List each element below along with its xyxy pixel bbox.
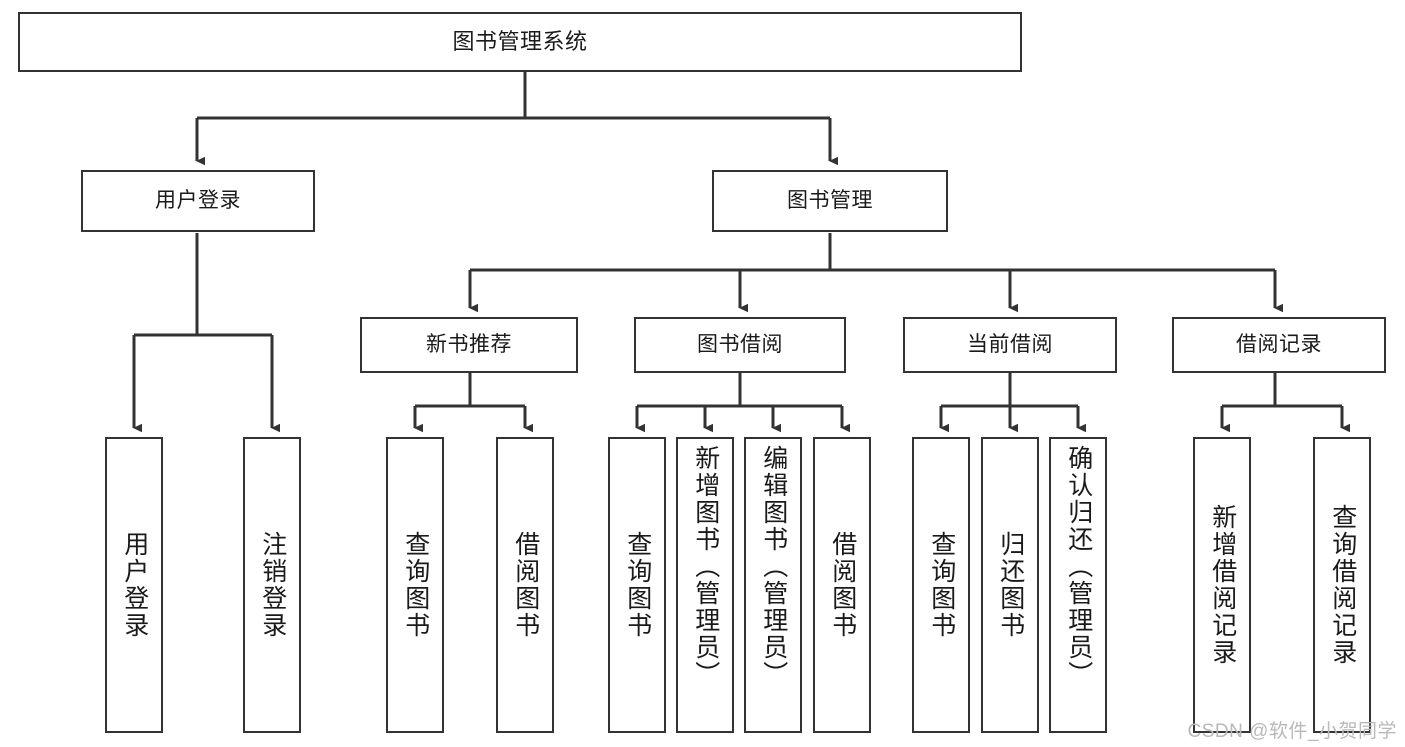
node-book-borrow[interactable]: 图书借阅 — [634, 317, 846, 373]
node-book-manage[interactable]: 图书管理 — [712, 170, 948, 232]
node-leaf-query-book-newbook[interactable]: 查询图书 — [386, 437, 444, 733]
node-leaf-query-borrow-record-label: 查询借阅记录 — [1328, 504, 1357, 666]
node-root-system[interactable]: 图书管理系统 — [18, 12, 1022, 72]
node-leaf-return-book-label: 归还图书 — [996, 531, 1025, 639]
node-leaf-add-book-admin[interactable]: 新增图书（管理员） — [676, 437, 734, 733]
node-leaf-logout-label: 注销登录 — [258, 531, 287, 639]
node-book-manage-label: 图书管理 — [787, 189, 873, 213]
node-leaf-add-borrow-record-label: 新增借阅记录 — [1208, 504, 1237, 666]
node-leaf-borrow-book-newbook[interactable]: 借阅图书 — [496, 437, 554, 733]
node-leaf-add-borrow-record[interactable]: 新增借阅记录 — [1193, 437, 1251, 733]
node-leaf-query-borrow-record[interactable]: 查询借阅记录 — [1313, 437, 1371, 733]
node-leaf-add-book-admin-label: 新增图书（管理员） — [691, 445, 720, 688]
node-leaf-return-book[interactable]: 归还图书 — [981, 437, 1039, 733]
node-borrow-record[interactable]: 借阅记录 — [1172, 317, 1386, 373]
watermark-text: CSDN @软件_小贺同学 — [1187, 721, 1397, 742]
node-leaf-borrow-book[interactable]: 借阅图书 — [813, 437, 871, 733]
node-book-borrow-label: 图书借阅 — [697, 333, 783, 357]
node-borrow-record-label: 借阅记录 — [1236, 333, 1322, 357]
node-leaf-query-book-current-label: 查询图书 — [927, 531, 956, 639]
node-leaf-edit-book-admin[interactable]: 编辑图书（管理员） — [744, 437, 802, 733]
node-leaf-borrow-book-newbook-label: 借阅图书 — [511, 531, 540, 639]
node-leaf-query-book-newbook-label: 查询图书 — [401, 531, 430, 639]
node-leaf-query-book-current[interactable]: 查询图书 — [912, 437, 970, 733]
node-leaf-logout[interactable]: 注销登录 — [243, 437, 301, 733]
node-leaf-query-book-borrow[interactable]: 查询图书 — [608, 437, 666, 733]
node-user-login-label: 用户登录 — [155, 189, 241, 213]
node-user-login[interactable]: 用户登录 — [81, 170, 315, 232]
node-leaf-confirm-return-admin-label: 确认归还（管理员） — [1064, 445, 1093, 688]
node-new-book-recommend-label: 新书推荐 — [426, 333, 512, 357]
node-leaf-query-book-borrow-label: 查询图书 — [623, 531, 652, 639]
node-leaf-user-login[interactable]: 用户登录 — [105, 437, 163, 733]
node-new-book-recommend[interactable]: 新书推荐 — [360, 317, 578, 373]
node-root-system-label: 图书管理系统 — [452, 28, 588, 54]
node-leaf-confirm-return-admin[interactable]: 确认归还（管理员） — [1049, 437, 1107, 733]
node-current-borrow-label: 当前借阅 — [967, 333, 1053, 357]
node-current-borrow[interactable]: 当前借阅 — [903, 317, 1117, 373]
node-leaf-edit-book-admin-label: 编辑图书（管理员） — [759, 445, 788, 688]
node-leaf-borrow-book-label: 借阅图书 — [828, 531, 857, 639]
node-leaf-user-login-label: 用户登录 — [120, 531, 149, 639]
